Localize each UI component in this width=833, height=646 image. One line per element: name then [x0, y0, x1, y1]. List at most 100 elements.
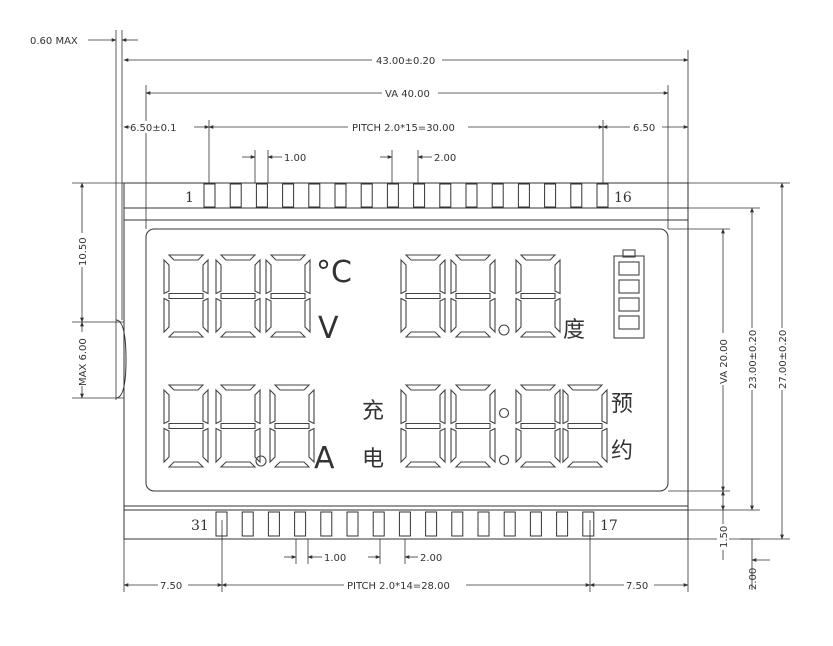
digit-segment: [400, 388, 407, 425]
digit-segment: [167, 254, 205, 261]
left-offset-bottom-label: 7.50: [160, 581, 182, 592]
digit-segment: [454, 254, 492, 261]
digit-segment: [601, 388, 608, 425]
dimension-labels: 0.60 MAX 43.00±0.20 VA 40.00 6.50±0.1 PI…: [30, 36, 789, 592]
digit-segment: [269, 254, 307, 261]
top-pin: [465, 183, 478, 208]
digit-segment: [520, 422, 556, 430]
bottom-pin: [398, 511, 411, 537]
digit-segment: [163, 427, 170, 464]
seven-segment-digit: [163, 254, 209, 338]
lcd-digit-group: [163, 254, 608, 468]
va-width-label: VA 40.00: [385, 89, 430, 100]
digit-segment: [489, 297, 496, 334]
bottom-pin: [477, 511, 490, 537]
seven-segment-digit: [215, 384, 261, 468]
digit-segment: [400, 258, 407, 295]
bottom-extra-label: 2.00: [748, 568, 759, 590]
amp-unit-symbol: A: [314, 441, 335, 476]
digit-segment: [554, 297, 561, 334]
pin-label-top-first: 1: [185, 190, 194, 206]
decimal-point: [255, 455, 267, 467]
digit-segment: [270, 292, 306, 300]
digit-segment: [254, 427, 261, 464]
digit-segment: [450, 427, 457, 464]
top-pin: [570, 183, 583, 208]
bottom-pin: [320, 511, 333, 537]
digit-segment: [439, 388, 446, 425]
bottom-pin: [346, 511, 359, 537]
pin-pitch-top-label: 2.00: [434, 153, 456, 164]
top-pin: [439, 183, 452, 208]
charge-label-top: 充: [362, 399, 384, 424]
digit-segment: [215, 427, 222, 464]
digit-segment: [519, 254, 557, 261]
digit-segment: [439, 427, 446, 464]
digit-segment: [304, 297, 311, 334]
top-pin: [203, 183, 216, 208]
digit-segment: [554, 258, 561, 295]
bottom-pin: [425, 511, 438, 537]
digit-segment: [308, 427, 315, 464]
bottom-pin: [529, 511, 542, 537]
volt-unit-symbol: V: [318, 311, 339, 346]
top-pin: [386, 183, 399, 208]
pin-length-label: MAX 6.00: [78, 338, 89, 386]
inner-height-label: 23.00±0.20: [748, 330, 759, 389]
digit-segment: [515, 258, 522, 295]
bottom-margin-label: 1.50: [719, 526, 730, 548]
digit-segment: [455, 422, 491, 430]
digit-segment: [404, 384, 442, 391]
digit-segment: [163, 388, 170, 425]
digit-segment: [454, 384, 492, 391]
bottom-pin: [267, 511, 280, 537]
seven-segment-digit: [450, 384, 496, 468]
bottom-pin: [556, 511, 569, 537]
digit-segment: [566, 384, 604, 391]
digit-segment: [168, 292, 204, 300]
digit-segment: [167, 384, 205, 391]
digit-segment: [554, 427, 561, 464]
battery-bar: [618, 261, 640, 276]
pin-width-bottom-label: 1.00: [324, 553, 346, 564]
battery-bar: [618, 297, 640, 312]
top-pin: [255, 183, 268, 208]
digit-segment: [567, 422, 603, 430]
bottom-pin: [451, 511, 464, 537]
left-height-label: 10.50: [78, 237, 89, 266]
top-pin: [596, 183, 609, 208]
digit-segment: [601, 427, 608, 464]
digit-segment: [215, 297, 222, 334]
digit-segment: [265, 297, 272, 334]
bottom-pin-row: [215, 511, 595, 537]
digit-segment: [168, 422, 204, 430]
digit-segment: [167, 331, 205, 338]
right-offset-top-label: 6.50: [633, 123, 655, 134]
digit-segment: [489, 427, 496, 464]
seven-segment-digit: [400, 254, 446, 338]
seven-segment-digit: [163, 384, 209, 468]
top-pin: [282, 183, 295, 208]
digit-segment: [273, 384, 311, 391]
digit-segment: [519, 331, 557, 338]
decimal-point: [498, 324, 510, 336]
digit-segment: [274, 422, 310, 430]
digit-segment: [489, 258, 496, 295]
pin-label-bottom-first: 31: [191, 518, 209, 534]
digit-segment: [450, 297, 457, 334]
digit-segment: [219, 461, 257, 468]
digit-segment: [254, 388, 261, 425]
digit-segment: [304, 258, 311, 295]
digit-segment: [202, 297, 209, 334]
total-width-label: 43.00±0.20: [376, 56, 435, 67]
colon-dot: [498, 454, 510, 466]
digit-segment: [265, 258, 272, 295]
digit-segment: [450, 388, 457, 425]
seven-segment-digit: [515, 254, 561, 338]
seven-segment-digit: [515, 384, 561, 468]
digit-segment: [273, 461, 311, 468]
bottom-pin: [503, 511, 516, 537]
top-pin: [229, 183, 242, 208]
top-pin: [334, 183, 347, 208]
